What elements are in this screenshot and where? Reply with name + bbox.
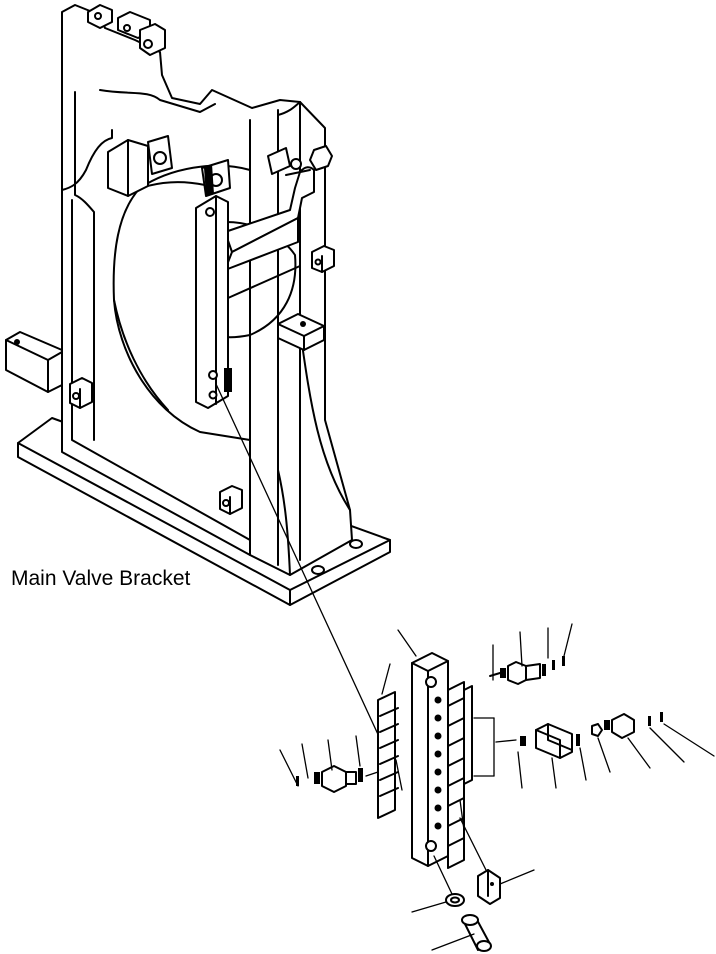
top-connector [88,5,165,55]
upper-fitting-group [490,624,572,684]
main-valve-block [378,653,472,868]
callout-leaders [382,630,464,830]
assembly-leader-line [216,384,388,756]
valve-ports [426,677,442,851]
front-section-plates [448,682,472,868]
mounting-tabs [108,136,230,196]
mounting-blocks [70,146,334,514]
left-arm [6,332,62,392]
strap [225,167,314,298]
main-valve-bracket-label: Main Valve Bracket [11,567,191,590]
left-fitting-group [280,736,378,792]
main-valve-bracket-drawing [6,5,390,605]
valve-mount-plate [196,196,232,408]
bottom-hardware [412,818,534,951]
valve-section-plates [378,692,398,818]
right-fitting-group [474,712,714,788]
